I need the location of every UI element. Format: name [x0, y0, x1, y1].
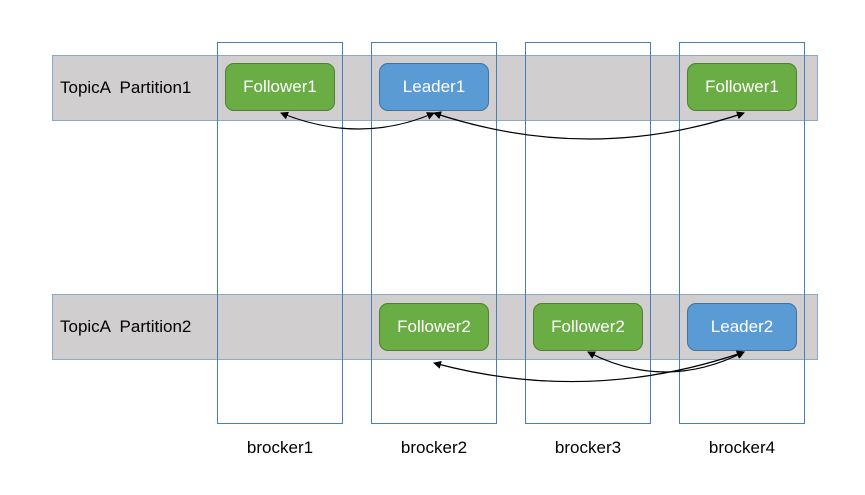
partition1-leader-broker2: Leader1 — [379, 63, 489, 111]
broker4-label: brocker4 — [708, 438, 776, 457]
arrow-leader2-to-follower2-broker2 — [433, 350, 745, 383]
partition2-leader-broker4: Leader2 — [687, 303, 797, 351]
broker4-column — [679, 42, 805, 424]
partition2-label: TopicA Partition2 — [60, 317, 192, 336]
arrow-leader1-to-follower1-broker1 — [280, 111, 435, 130]
partition1-follower-broker1: Follower1 — [225, 63, 335, 111]
broker3-label: brocker3 — [554, 438, 622, 457]
broker1-label: brocker1 — [246, 438, 314, 457]
broker2-column — [371, 42, 497, 424]
broker2-label: brocker2 — [400, 438, 468, 457]
partition1-label: TopicA Partition1 — [60, 78, 192, 97]
broker3-column — [525, 42, 651, 424]
arrow-leader1-to-follower1-broker4 — [433, 111, 745, 140]
arrow-leader2-to-follower2-broker3 — [587, 351, 745, 373]
partition1-follower-broker4: Follower1 — [687, 63, 797, 111]
partition2-follower-broker3: Follower2 — [533, 303, 643, 351]
partition2-follower-broker2: Follower2 — [379, 303, 489, 351]
broker1-column — [217, 42, 343, 424]
